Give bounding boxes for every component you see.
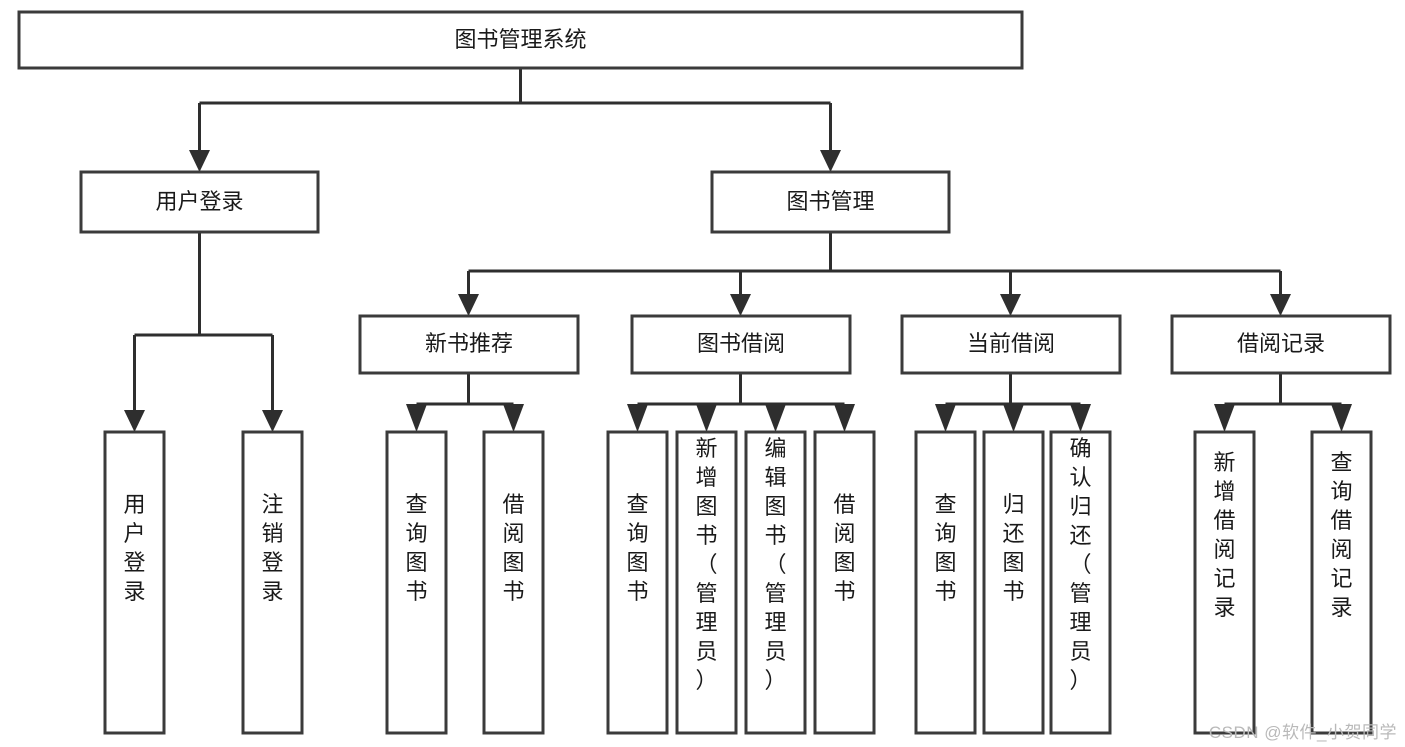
leaf-nb-query[interactable]: 查询图书	[385, 430, 448, 735]
leaf-br-query-label: 查询借阅记录	[1330, 450, 1352, 620]
node-root[interactable]: 图书管理系统	[17, 10, 1024, 70]
leaf-nb-query-box[interactable]	[385, 430, 448, 735]
node-book-manage-box[interactable]	[710, 170, 951, 234]
connector-group-user-login	[124, 232, 283, 432]
leaf-user-login-box[interactable]	[103, 430, 166, 735]
leaf-logout-label: 注销登录	[261, 492, 283, 604]
arrow-head-icon	[124, 410, 145, 432]
arrow-head-icon	[730, 294, 751, 316]
arrow-head-icon	[765, 404, 786, 432]
connector-group-book-borrow	[627, 373, 855, 432]
arrow-head-icon	[834, 404, 855, 432]
arrow-head-icon	[1270, 294, 1291, 316]
node-user-login[interactable]: 用户登录	[79, 170, 320, 234]
connector-group-new-book-rec	[406, 373, 524, 432]
node-user-login-label: 用户登录	[155, 189, 243, 214]
connector-group-borrow-record	[1214, 373, 1352, 432]
node-book-borrow[interactable]: 图书借阅	[630, 314, 852, 375]
arrow-head-icon	[1331, 404, 1352, 432]
connector-group-root	[189, 68, 841, 172]
arrow-head-icon	[935, 404, 956, 432]
node-root-box[interactable]	[17, 10, 1024, 70]
node-new-book-rec-label: 新书推荐	[425, 331, 513, 356]
leaf-user-login[interactable]: 用户登录	[103, 430, 166, 735]
connector-group-book-manage	[458, 232, 1291, 316]
leaf-br-add-label: 新增借阅记录	[1213, 450, 1235, 620]
leaf-nb-borrow-label: 借阅图书	[502, 492, 524, 604]
leaf-br-query[interactable]: 查询借阅记录	[1310, 430, 1373, 735]
leaf-nb-query-label: 查询图书	[405, 492, 427, 604]
leaf-user-login-label: 用户登录	[123, 492, 145, 604]
node-borrow-record-box[interactable]	[1170, 314, 1392, 375]
connector-group-current-borrow	[935, 373, 1091, 432]
leaf-bb-edit-box[interactable]	[744, 430, 807, 735]
arrow-head-icon	[458, 294, 479, 316]
node-user-login-box[interactable]	[79, 170, 320, 234]
node-current-borrow[interactable]: 当前借阅	[900, 314, 1122, 375]
leaf-bb-query-box[interactable]	[606, 430, 669, 735]
arrow-head-icon	[820, 150, 841, 172]
node-book-manage-label: 图书管理	[786, 189, 874, 214]
leaf-nb-borrow-box[interactable]	[482, 430, 545, 735]
leaf-br-add-box[interactable]	[1193, 430, 1256, 735]
node-borrow-record[interactable]: 借阅记录	[1170, 314, 1392, 375]
node-borrow-record-label: 借阅记录	[1237, 331, 1325, 356]
leaf-br-add[interactable]: 新增借阅记录	[1193, 430, 1256, 735]
leaf-bb-add-label: 新增图书（管理员）	[695, 436, 717, 693]
leaf-bb-borrow-label: 借阅图书	[833, 492, 855, 604]
arrow-head-icon	[1000, 294, 1021, 316]
node-book-manage[interactable]: 图书管理	[710, 170, 951, 234]
node-current-borrow-box[interactable]	[900, 314, 1122, 375]
leaf-logout[interactable]: 注销登录	[241, 430, 304, 735]
leaf-bb-add-box[interactable]	[675, 430, 738, 735]
leaf-cb-return-label: 归还图书	[1002, 492, 1024, 604]
leaf-bb-add[interactable]: 新增图书（管理员）	[675, 430, 738, 735]
node-current-borrow-label: 当前借阅	[967, 331, 1055, 356]
leaf-cb-return[interactable]: 归还图书	[982, 430, 1045, 735]
node-new-book-rec[interactable]: 新书推荐	[358, 314, 580, 375]
node-new-book-rec-box[interactable]	[358, 314, 580, 375]
leaf-cb-confirm[interactable]: 确认归还（管理员）	[1049, 430, 1112, 735]
arrow-head-icon	[1003, 404, 1024, 432]
node-root-label: 图书管理系统	[454, 27, 586, 52]
leaf-cb-confirm-box[interactable]	[1049, 430, 1112, 735]
leaf-cb-query-box[interactable]	[914, 430, 977, 735]
leaf-nb-borrow[interactable]: 借阅图书	[482, 430, 545, 735]
node-book-borrow-label: 图书借阅	[697, 331, 785, 356]
leaf-bb-edit-label: 编辑图书（管理员）	[764, 436, 786, 693]
leaf-cb-query-label: 查询图书	[934, 492, 956, 604]
leaf-bb-edit[interactable]: 编辑图书（管理员）	[744, 430, 807, 735]
leaf-bb-query[interactable]: 查询图书	[606, 430, 669, 735]
arrow-head-icon	[262, 410, 283, 432]
leaf-bb-borrow-box[interactable]	[813, 430, 876, 735]
leaf-br-query-box[interactable]	[1310, 430, 1373, 735]
arrow-head-icon	[1214, 404, 1235, 432]
arrow-head-icon	[696, 404, 717, 432]
leaf-bb-query-label: 查询图书	[626, 492, 648, 604]
leaf-bb-borrow[interactable]: 借阅图书	[813, 430, 876, 735]
leaf-logout-box[interactable]	[241, 430, 304, 735]
arrow-head-icon	[1070, 404, 1091, 432]
leaf-cb-confirm-label: 确认归还（管理员）	[1069, 436, 1091, 693]
leaf-cb-return-box[interactable]	[982, 430, 1045, 735]
arrow-head-icon	[627, 404, 648, 432]
arrow-head-icon	[406, 404, 427, 432]
arrow-head-icon	[503, 404, 524, 432]
arrow-head-icon	[189, 150, 210, 172]
leaf-cb-query[interactable]: 查询图书	[914, 430, 977, 735]
node-book-borrow-box[interactable]	[630, 314, 852, 375]
